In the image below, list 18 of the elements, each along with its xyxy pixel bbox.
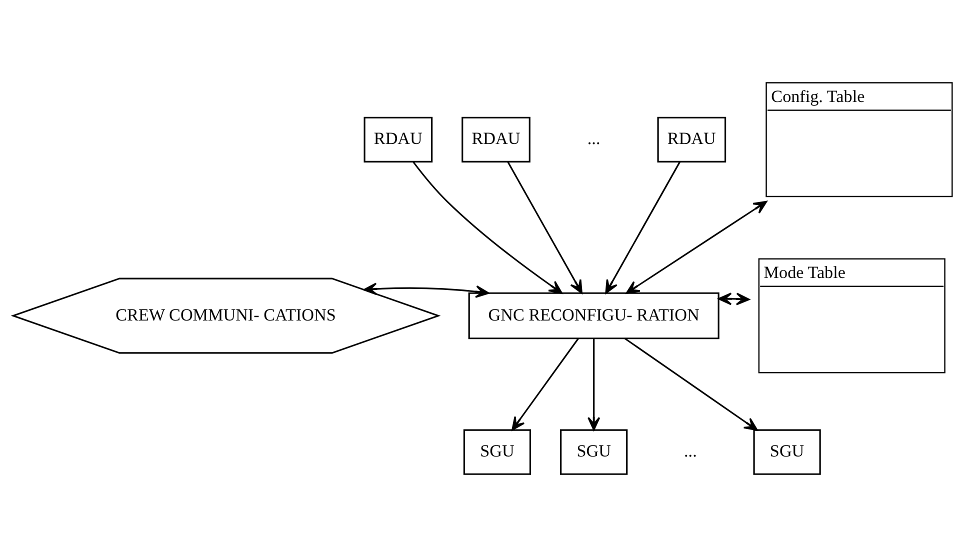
arrow bbox=[624, 338, 758, 431]
label: ... bbox=[587, 129, 600, 148]
node-box: SGU bbox=[753, 429, 821, 475]
node-box: GNC RECONFIGU- RATION bbox=[468, 292, 720, 340]
arrow bbox=[512, 338, 579, 431]
node-box: SGU bbox=[560, 429, 628, 475]
node-box: SGU bbox=[463, 429, 532, 475]
node-box: RDAU bbox=[364, 116, 433, 162]
label: ... bbox=[684, 442, 697, 461]
arrow bbox=[588, 338, 600, 431]
arrow bbox=[718, 292, 750, 306]
arrow bbox=[412, 162, 563, 294]
arrow bbox=[507, 161, 582, 294]
node-box: RDAU bbox=[657, 116, 726, 162]
arrow bbox=[363, 282, 490, 298]
node-box: RDAU bbox=[462, 116, 530, 162]
arrow bbox=[626, 200, 768, 294]
arrow bbox=[605, 161, 681, 294]
